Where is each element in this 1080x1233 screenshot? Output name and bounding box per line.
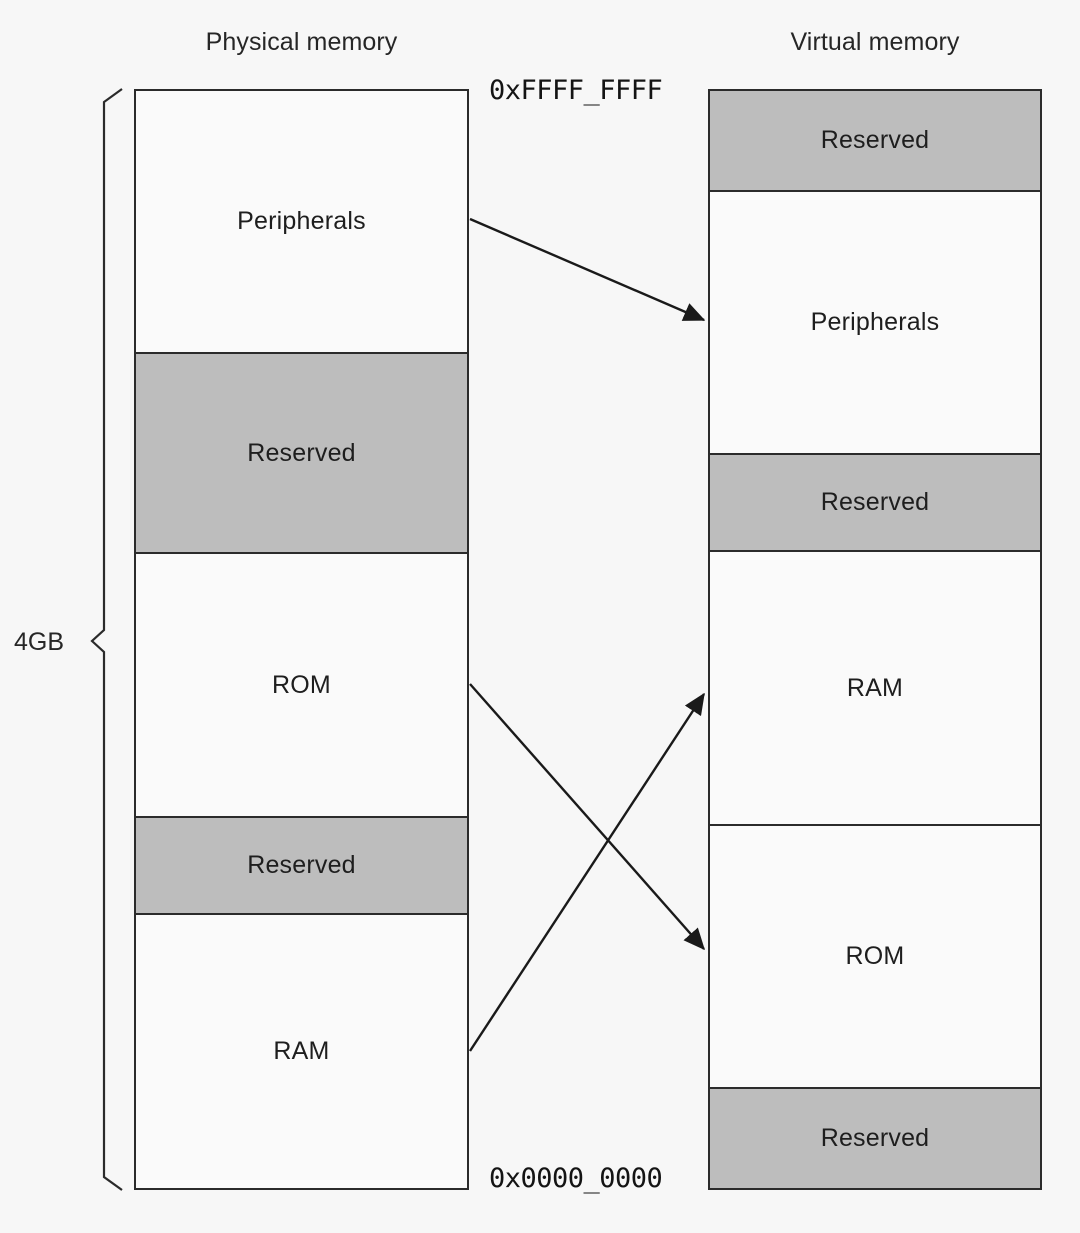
physical-memory-title: Physical memory [205, 28, 398, 56]
physical-block-ram[interactable]: RAM [136, 915, 467, 1188]
virtual-memory-title: Virtual memory [790, 28, 960, 56]
virtual-memory-column: Reserved Peripherals Reserved RAM ROM Re… [708, 89, 1042, 1190]
arrow-rom-mapping [469, 683, 705, 951]
virtual-block-ram[interactable]: RAM [710, 552, 1040, 826]
virtual-block-rom[interactable]: ROM [710, 826, 1040, 1089]
capacity-brace-label: 4GB [14, 628, 65, 656]
arrow-peripherals-mapping [469, 217, 706, 322]
physical-memory-column: Peripherals Reserved ROM Reserved RAM [134, 89, 469, 1190]
arrow-ram-mapping [468, 692, 706, 1052]
address-label-top: 0xFFFF_FFFF [489, 75, 663, 106]
address-label-bottom: 0x0000_0000 [489, 1163, 663, 1194]
